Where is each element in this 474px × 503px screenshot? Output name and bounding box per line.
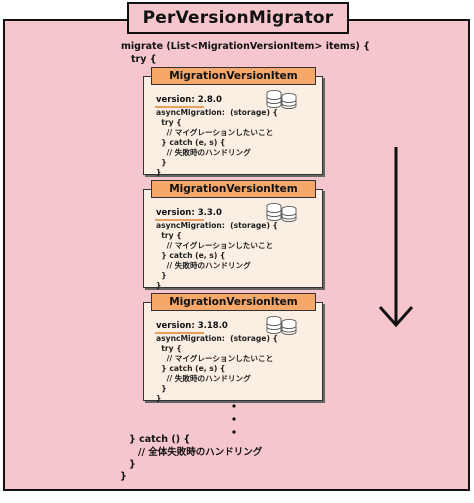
arrow-down-icon xyxy=(378,147,414,328)
migration-item-1: MigrationVersionItem version: 2.8.0 asyn… xyxy=(143,67,323,178)
outer-catch: } catch () { xyxy=(129,434,191,445)
migration-item-header: MigrationVersionItem xyxy=(151,67,316,85)
vertical-ellipsis-icon xyxy=(232,404,236,434)
migrate-close: } xyxy=(120,471,127,482)
diagram-title-box: PerVersionMigrator xyxy=(127,2,349,34)
version-underline xyxy=(155,106,204,108)
migration-item-3: MigrationVersionItem version: 3.18.0 asy… xyxy=(143,293,323,404)
database-icon xyxy=(266,89,297,110)
database-icon xyxy=(266,202,297,223)
item-code: asyncMigration: (storage) { try { // マイグ… xyxy=(156,108,278,178)
migration-item-header: MigrationVersionItem xyxy=(151,293,316,311)
version-underline xyxy=(155,219,204,221)
item-version: version: 3.18.0 xyxy=(156,321,228,331)
database-icon xyxy=(266,315,297,336)
version-underline xyxy=(155,332,204,334)
outer-try: try { xyxy=(131,54,157,65)
migrate-signature: migrate (List<MigrationVersionItem> item… xyxy=(121,41,370,52)
migration-item-header: MigrationVersionItem xyxy=(151,180,316,198)
item-version: version: 3.3.0 xyxy=(156,208,222,218)
item-code: asyncMigration: (storage) { try { // マイグ… xyxy=(156,334,278,404)
outer-catch-comment: // 全体失敗時のハンドリング xyxy=(138,447,263,458)
outer-catch-close: } xyxy=(129,459,136,470)
item-version: version: 2.8.0 xyxy=(156,95,222,105)
migration-item-2: MigrationVersionItem version: 3.3.0 asyn… xyxy=(143,180,323,291)
item-code: asyncMigration: (storage) { try { // マイグ… xyxy=(156,221,278,291)
diagram-title: PerVersionMigrator xyxy=(142,8,334,28)
